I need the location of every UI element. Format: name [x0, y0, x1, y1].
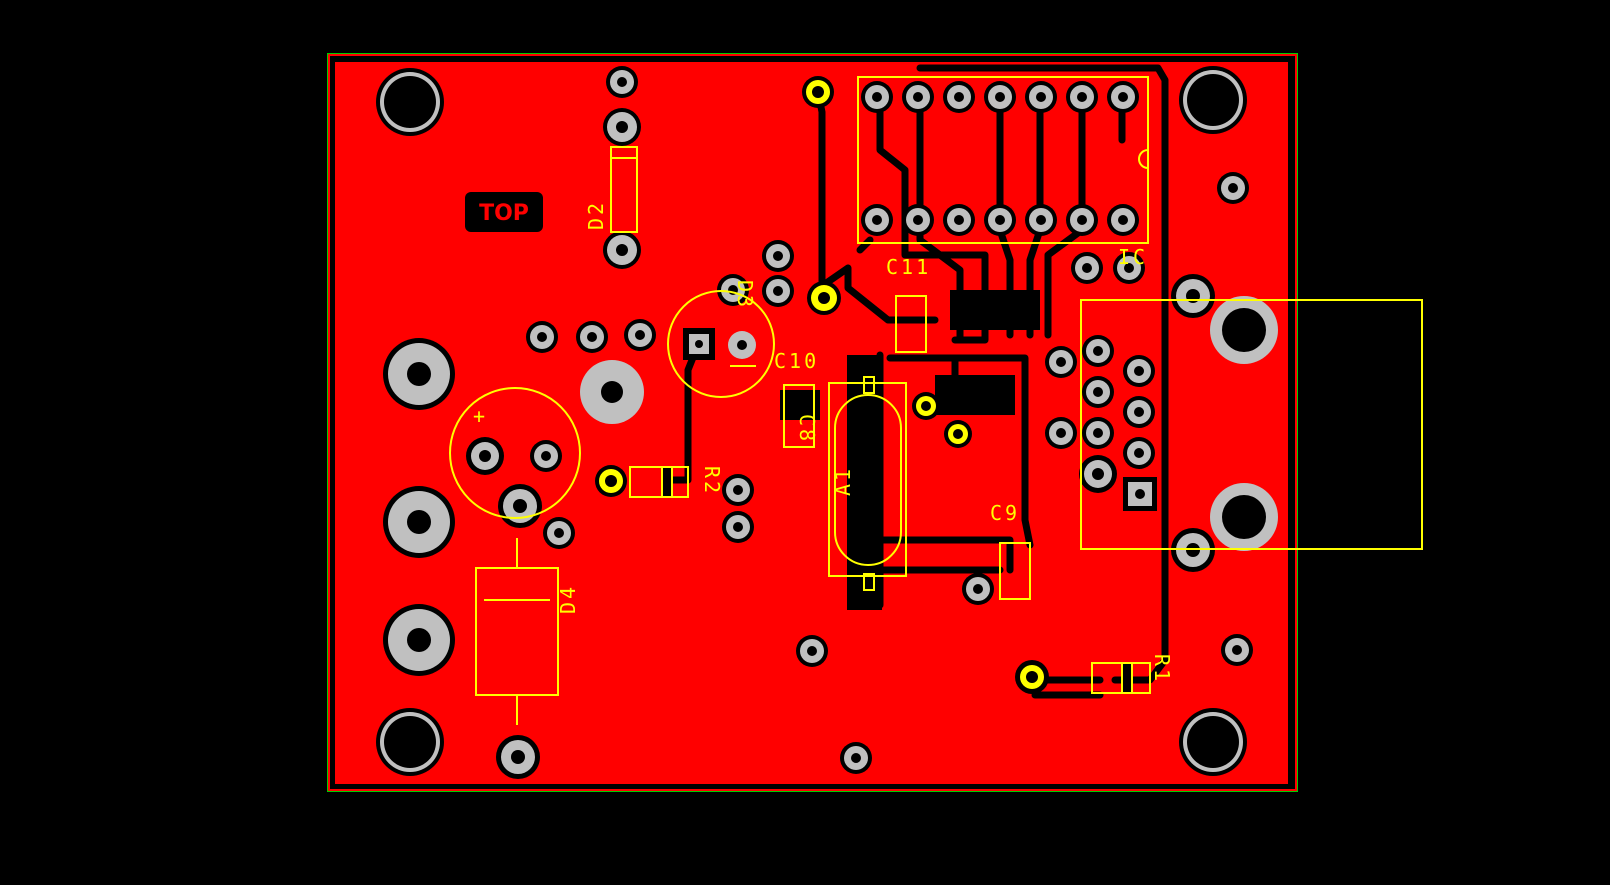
- c11-outline: [895, 295, 927, 353]
- d3-outline: [449, 387, 581, 519]
- c8-outline: [783, 384, 815, 448]
- polarity-plus: +: [473, 404, 488, 428]
- silkscreen: [449, 76, 1423, 725]
- d2-outline: [610, 146, 638, 233]
- designator-c11: C11: [886, 255, 931, 279]
- top-vias: [595, 76, 1049, 694]
- r2-outline: [629, 466, 689, 498]
- designator-a1: A1: [831, 466, 855, 496]
- designator-ic: IC: [1118, 245, 1148, 269]
- db9-connector-pads: [1079, 274, 1278, 572]
- designators: C11 IC C10 C8 R2 A1 C9 D4 R1 D2 D3 +: [473, 200, 1174, 684]
- c9-outline: [999, 542, 1031, 600]
- board-edge: [328, 54, 1297, 791]
- c10-outline: [667, 290, 775, 398]
- ic-outline: [857, 76, 1149, 244]
- designator-d4: D4: [556, 584, 580, 614]
- designator-d3: D3: [733, 280, 757, 310]
- via-pads: [466, 66, 1253, 779]
- smd-pads: [780, 290, 1040, 610]
- designator-c8: C8: [795, 414, 819, 444]
- top-layer-label: TOP: [465, 192, 543, 232]
- designator-c10: C10: [774, 349, 819, 373]
- a1-outline: [828, 382, 907, 577]
- mounting-holes: [376, 66, 1247, 776]
- ic-dip14-pads: [861, 81, 1139, 236]
- top-label-text: TOP: [479, 201, 529, 226]
- power-connector-pads: [383, 338, 644, 676]
- db9-outline: [1080, 299, 1423, 550]
- designator-r2: R2: [700, 466, 724, 496]
- designator-c9: C9: [990, 501, 1020, 525]
- designator-r1: R1: [1150, 654, 1174, 684]
- designator-d2: D2: [584, 200, 608, 230]
